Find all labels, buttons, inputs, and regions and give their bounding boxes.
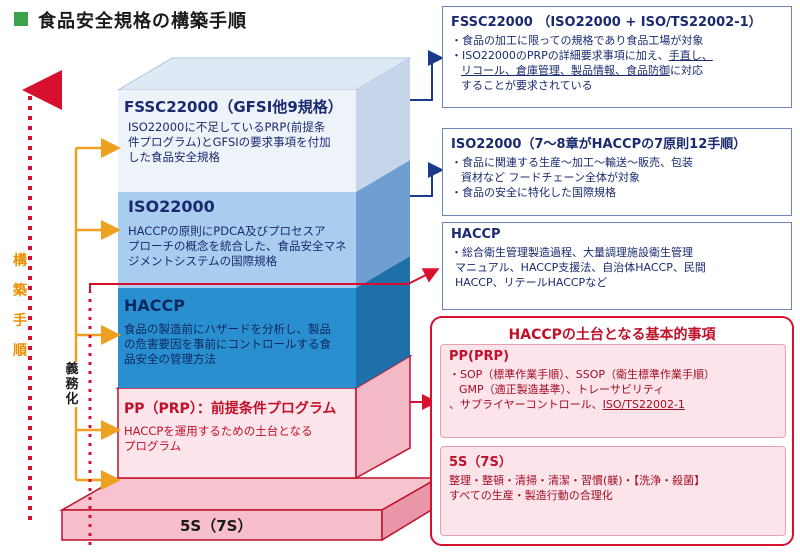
iso-layer-title: ISO22000: [128, 197, 215, 216]
fssc-box-line: ・ISO22000のPRPの詳細要求事項に加え、手直し、: [451, 49, 713, 62]
iso-box-line: ・食品に関連する生産～加工～輸送～販売、包装: [451, 156, 693, 169]
haccp-info-box: HACCP ・総合衛生管理製造過程、大量調理施設衛生管理 マニュアル、HACCP…: [442, 222, 792, 310]
layer-fssc-side: [356, 58, 410, 192]
arrow-to-fssc-box: [410, 50, 444, 101]
arrow-to-iso-box: [410, 162, 444, 197]
prp-layer-desc: HACCPを運用するための土台となるプログラム: [124, 424, 313, 453]
prp-box-line: GMP（適正製造基準）、トレーサビリティ: [459, 383, 665, 396]
s5-box-line: 整理・整頓・清掃・清潔・習慣(躾)・【洗浄・殺菌】: [449, 474, 706, 487]
haccp-box-title: HACCP: [451, 227, 501, 242]
build-steps-label: 構築 手順: [13, 253, 27, 359]
layer-iso-front: [118, 192, 356, 288]
haccp-layer-desc: 食品の製造前にハザードを分析し、製品の危害要因を事前にコントロールする食品安全の…: [124, 322, 331, 366]
haccp-box-line: マニュアル、HACCP支援法、自治体HACCP、民間: [455, 261, 706, 274]
layer-iso-side: [356, 160, 410, 288]
prp-box-title: PP(PRP): [449, 349, 510, 364]
fssc-box-line: リコール、倉庫管理、製品情報、食品防御に対応: [461, 64, 703, 77]
iso-box-line: 資材など フードチェーン全体が対象: [461, 171, 640, 184]
layer-fssc-front: [118, 90, 356, 192]
s5-box-line: すべての生産・製造行動の合理化: [449, 489, 613, 502]
fssc-box-line: ・食品の加工に限っての規格であり食品工場が対象: [451, 34, 704, 47]
prp-box-line: ・SOP（標準作業手順）、SSOP（衛生標準作業手順）: [449, 368, 716, 381]
fssc-layer-desc: ISO22000に不足しているPRP(前提条件プログラム)とGFSIの要求事項を…: [128, 120, 331, 164]
layer-haccp-front: [118, 288, 356, 388]
base-layer-title: 5S（7S）: [180, 517, 253, 535]
layer-base-5s: [59, 476, 441, 542]
mandatory-label: 義務化: [62, 362, 82, 407]
haccp-layer-title: HACCP: [124, 296, 185, 315]
s5-info-box: 5S（7S） 整理・整頓・清掃・清潔・習慣(躾)・【洗浄・殺菌】 すべての生産・…: [440, 446, 786, 536]
foundation-title: HACCPの土台となる基本的事項: [508, 327, 716, 343]
page-title: 食品安全規格の構築手順: [38, 11, 247, 32]
prp-info-box: PP(PRP) ・SOP（標準作業手順）、SSOP（衛生標準作業手順） GMP（…: [440, 344, 786, 438]
iso-layer-desc: HACCPの原則にPDCA及びプロセスアプローチの概念を統合した、食品安全マネジ…: [128, 224, 347, 268]
fssc-box-line: することが要求されている: [461, 79, 593, 92]
iso-box-line: ・食品の安全に特化した国際規格: [451, 186, 616, 199]
s5-box-title: 5S（7S）: [449, 455, 512, 470]
iso-box-title: ISO22000（7～8章がHACCPの7原則12手順）: [451, 137, 747, 152]
haccp-box-line: ・総合衛生管理製造過程、大量調理施設衛生管理: [451, 246, 693, 259]
iso-info-box: ISO22000（7～8章がHACCPの7原則12手順） ・食品に関連する生産～…: [442, 128, 792, 216]
fssc-layer-title: FSSC22000（GFSI他9規格）: [124, 98, 343, 116]
prp-layer-title: PP（PRP）：前提条件プログラム: [124, 401, 337, 417]
haccp-box-line: HACCP、リテールHACCPなど: [455, 276, 608, 289]
fssc-info-box: FSSC22000 （ISO22000 + ISO/TS22002-1） ・食品…: [442, 6, 792, 108]
layer-haccp-side: [356, 256, 410, 388]
title-marker: [14, 12, 28, 26]
fssc-box-title: FSSC22000 （ISO22000 + ISO/TS22002-1）: [451, 15, 762, 30]
prp-box-line: 、サプライヤーコントロール、ISO/TS22002-1: [449, 398, 685, 411]
